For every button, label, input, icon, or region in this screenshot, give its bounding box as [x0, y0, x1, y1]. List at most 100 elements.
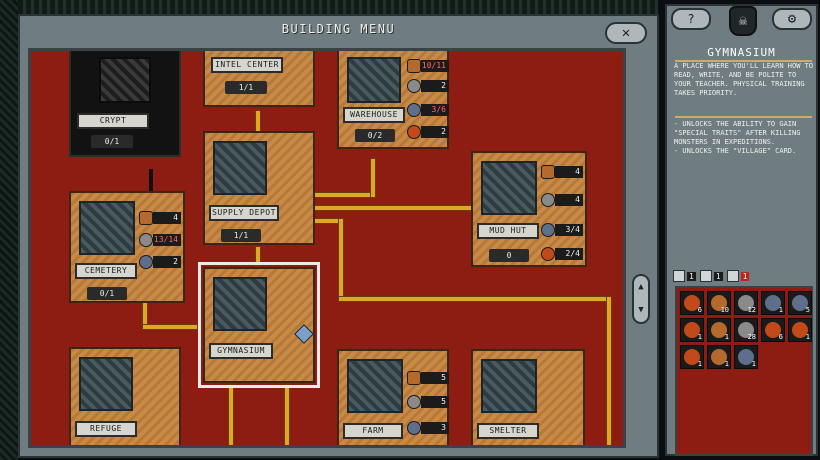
building-card-intel-center[interactable]: INTEL CENTER 1/1: [203, 51, 315, 107]
detail-description: A place where you'll learn how to read, …: [674, 62, 814, 97]
metal-icon: [541, 223, 555, 237]
path-supply-gym: [256, 247, 260, 265]
building-name: INTEL CENTER: [211, 57, 283, 73]
refuge-image: [79, 357, 133, 411]
resource-value: 3: [421, 422, 449, 434]
resource-cost: 3/6: [407, 103, 451, 119]
resource-cost: 2/4: [541, 247, 585, 263]
building-name: GYMNASIUM: [209, 343, 273, 359]
resource-value: 2/4: [555, 248, 583, 260]
gymnasium-image: [213, 277, 267, 331]
slot-count: 1: [697, 360, 702, 368]
skull-icon: ☠: [738, 13, 748, 29]
background-texture: [0, 0, 18, 460]
sword-icon: [699, 270, 712, 282]
close-button[interactable]: ✕: [605, 22, 647, 44]
building-name: FARM: [343, 423, 403, 439]
resource-value: 4: [555, 166, 583, 178]
inventory-slot[interactable]: 1: [680, 318, 704, 342]
resource-cost: 5: [407, 395, 451, 411]
resource-value: 4: [153, 212, 181, 224]
detail-title: GYMNASIUM: [707, 46, 776, 59]
food-icon: [684, 322, 700, 338]
resource-cost: 3: [407, 421, 451, 437]
building-card-smelter[interactable]: SMELTER: [471, 349, 585, 445]
inventory-slot[interactable]: 1: [680, 345, 704, 369]
path-cemetery-gym: [143, 301, 147, 329]
food-icon: [792, 322, 808, 338]
slot-count: 6: [697, 306, 702, 314]
stone-icon: [738, 322, 754, 338]
detail-effects: - Unlocks the ability to gain "special t…: [674, 120, 814, 156]
path-gym-down-1: [229, 385, 233, 445]
inventory-slot[interactable]: 1: [707, 318, 731, 342]
inventory-slot[interactable]: 1: [707, 345, 731, 369]
building-card-mud-hut[interactable]: MUD HUT 0 4 4 3/4 2/4: [471, 151, 587, 267]
resource-value: 10/11: [421, 60, 449, 72]
wood-icon: [711, 349, 727, 365]
gear-icon: ⚙: [787, 11, 797, 27]
building-card-gymnasium[interactable]: GYMNASIUM: [198, 262, 320, 388]
window-title: BUILDING MENU: [281, 22, 396, 36]
path-warehouse-down: [371, 159, 375, 197]
scroll-control[interactable]: ▲ ▼: [632, 274, 650, 324]
resource-value: 3/6: [421, 104, 449, 116]
resource-cost: 10/11: [407, 59, 451, 75]
inventory-slot[interactable]: 5: [788, 291, 812, 315]
resource-value: 5: [421, 396, 449, 408]
building-menu-window: BUILDING MENU ✕ CRYPT 0/1 INTEL CENTER 1…: [18, 14, 659, 458]
inventory-slot[interactable]: 10: [707, 291, 731, 315]
stone-icon: [738, 295, 754, 311]
slot-count: 1: [724, 333, 729, 341]
building-card-cemetery[interactable]: CEMETERY 0/1 4 13/14 2: [69, 191, 185, 303]
effect-item: - Unlocks the ability to gain "special t…: [674, 120, 801, 146]
slot-count: 5: [805, 306, 810, 314]
inventory-slot[interactable]: 1: [761, 291, 785, 315]
scroll-down-icon[interactable]: ▼: [638, 305, 644, 315]
inventory-tab-buildings[interactable]: 1: [673, 268, 696, 284]
slot-count: 1: [778, 306, 783, 314]
building-card-supply-depot[interactable]: SUPPLY DEPOT 1/1: [203, 131, 315, 245]
inventory-tab-cards[interactable]: 1: [726, 268, 750, 284]
help-button[interactable]: ?: [671, 8, 711, 30]
building-card-warehouse[interactable]: WAREHOUSE 0/2 10/11 2 3/6 2: [337, 51, 451, 149]
food-icon: [684, 349, 700, 365]
building-name: CRYPT: [77, 113, 149, 129]
inventory-slot[interactable]: 1: [788, 318, 812, 342]
building-card-refuge[interactable]: REFUGE: [69, 347, 181, 445]
slot-count: 1: [724, 360, 729, 368]
inventory-slot[interactable]: 6: [680, 291, 704, 315]
metal-icon: [407, 421, 421, 435]
building-count: 0/1: [91, 135, 133, 148]
farm-image: [347, 359, 403, 413]
inventory-slot[interactable]: 12: [734, 291, 758, 315]
inventory-slot[interactable]: 6: [761, 318, 785, 342]
cemetery-image: [79, 201, 135, 255]
wood-icon: [711, 295, 727, 311]
path-supply-warehouse: [315, 193, 375, 197]
resource-value: 2: [421, 80, 449, 92]
help-icon: ?: [687, 12, 695, 26]
supply-depot-image: [213, 141, 267, 195]
crypt-image: [99, 57, 151, 103]
title-divider: [675, 60, 812, 62]
building-count: 0/1: [87, 287, 127, 300]
tab-count: 1: [713, 271, 723, 281]
building-card-farm[interactable]: FARM 5 5 3: [337, 349, 451, 445]
inventory-tab-equipment[interactable]: 1: [699, 268, 723, 284]
resource-value: 4: [555, 194, 583, 206]
building-card-crypt[interactable]: CRYPT 0/1: [69, 51, 181, 157]
building-name: WAREHOUSE: [343, 107, 405, 123]
wood-icon: [541, 165, 555, 179]
building-name: SMELTER: [477, 423, 539, 439]
scroll-up-icon[interactable]: ▲: [638, 282, 644, 292]
settings-button[interactable]: ⚙: [772, 8, 812, 30]
inventory-slot[interactable]: 1: [734, 345, 758, 369]
inventory-slot[interactable]: 28: [734, 318, 758, 342]
path-right-edge: [607, 297, 611, 445]
resource-cost: 4: [541, 165, 585, 181]
slot-count: 1: [805, 333, 810, 341]
building-count: 1/1: [221, 229, 261, 242]
resource-cost: 2: [407, 125, 451, 141]
